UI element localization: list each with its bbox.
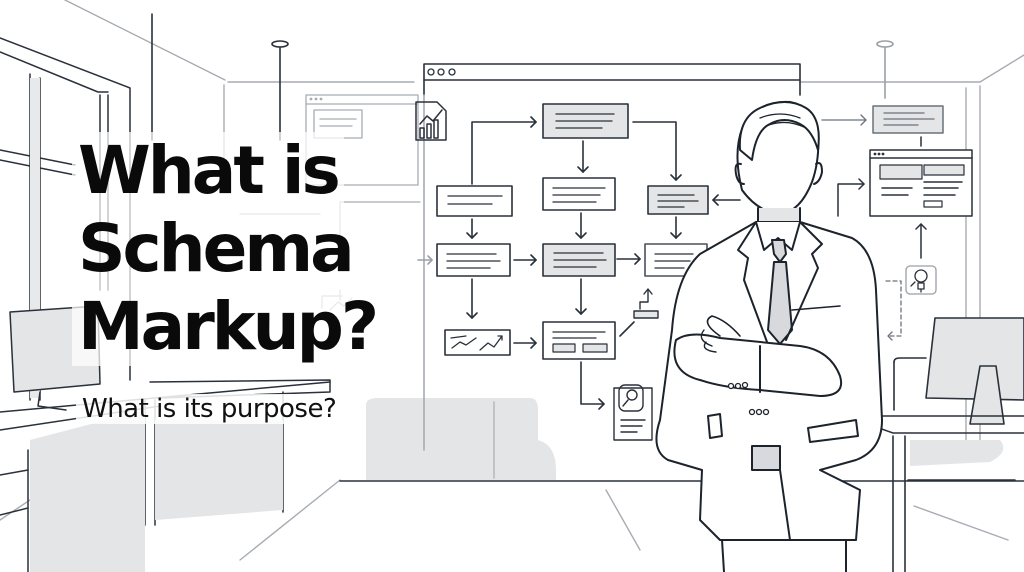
right-diagram-dots [873, 152, 885, 156]
desk-shadow [30, 410, 145, 572]
flowchart-arrows [417, 116, 741, 410]
chart-document-icon [415, 101, 447, 141]
headline: What is Schema Markup? [72, 132, 383, 366]
idea-bulb-icon [905, 265, 937, 295]
window-pane-shade [30, 78, 40, 398]
headline-line-2: Schema [72, 210, 358, 288]
right-diagram [837, 105, 973, 259]
sleeve-buttons [727, 381, 770, 416]
main-browser-window [423, 63, 801, 451]
subtitle: What is its purpose? [76, 394, 343, 424]
headline-line-3: Markup? [72, 288, 383, 366]
flowchart [436, 103, 709, 360]
window-dots-icon [427, 68, 456, 76]
trend-chart-icon [450, 335, 503, 351]
sofa-shape [366, 398, 556, 480]
search-document-icon [613, 384, 653, 441]
staircase-icon [633, 288, 659, 319]
right-desk [859, 317, 1024, 572]
headline-line-1: What is [72, 132, 344, 210]
flowchart-text-lines [446, 113, 699, 339]
businessman-figure [655, 100, 883, 572]
dashed-connector [885, 280, 902, 337]
ceiling-lamps [151, 13, 894, 141]
